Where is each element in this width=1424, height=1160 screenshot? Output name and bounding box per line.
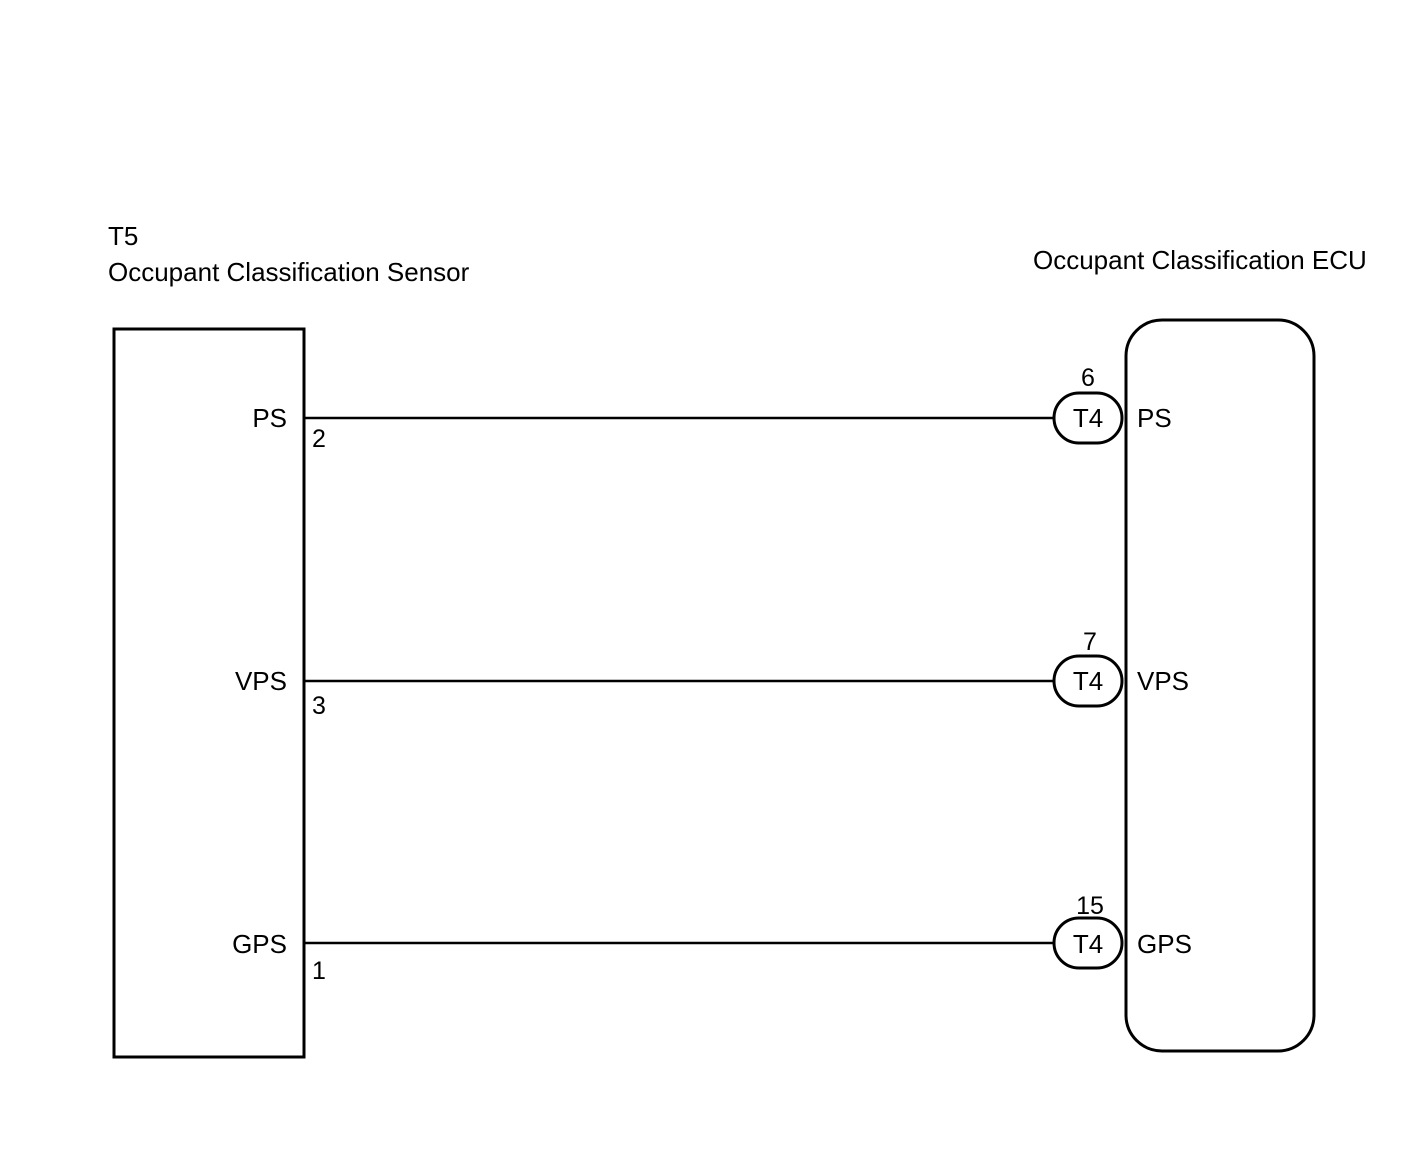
- wire-vps: VPS 3 7 T4 VPS: [235, 628, 1189, 720]
- wire-ps: PS 2 6 T4 PS: [252, 364, 1171, 453]
- ecu-pin-number: 15: [1076, 892, 1104, 920]
- ecu-connector-shape: [1052, 916, 1124, 970]
- sensor-box: [112, 327, 306, 1059]
- ecu-connector-label: T4: [1073, 929, 1103, 959]
- sensor-connector-code: T5: [108, 221, 138, 251]
- ecu-signal-label: VPS: [1137, 666, 1189, 696]
- wire-gps: GPS 1 15 T4 GPS: [232, 892, 1192, 985]
- ecu-connector-label: T4: [1073, 403, 1103, 433]
- ecu-signal-label: PS: [1137, 403, 1172, 433]
- ecu-signal-label: GPS: [1137, 929, 1192, 959]
- ecu-pin-number: 6: [1081, 364, 1095, 392]
- sensor-pin-number: 2: [312, 425, 326, 453]
- ecu-connector-shape: [1052, 654, 1124, 708]
- ecu-connector-label: T4: [1073, 666, 1103, 696]
- ecu-pin-number: 7: [1083, 628, 1097, 656]
- ecu-connector-shape: [1052, 391, 1124, 445]
- sensor-signal-label: GPS: [232, 929, 287, 959]
- sensor-pin-number: 1: [312, 957, 326, 985]
- sensor-name: Occupant Classification Sensor: [108, 257, 470, 287]
- sensor-pin-number: 3: [312, 692, 326, 720]
- ecu-name: Occupant Classification ECU: [1033, 245, 1367, 275]
- sensor-signal-label: VPS: [235, 666, 287, 696]
- sensor-signal-label: PS: [252, 403, 287, 433]
- ecu-box: [1124, 318, 1316, 1053]
